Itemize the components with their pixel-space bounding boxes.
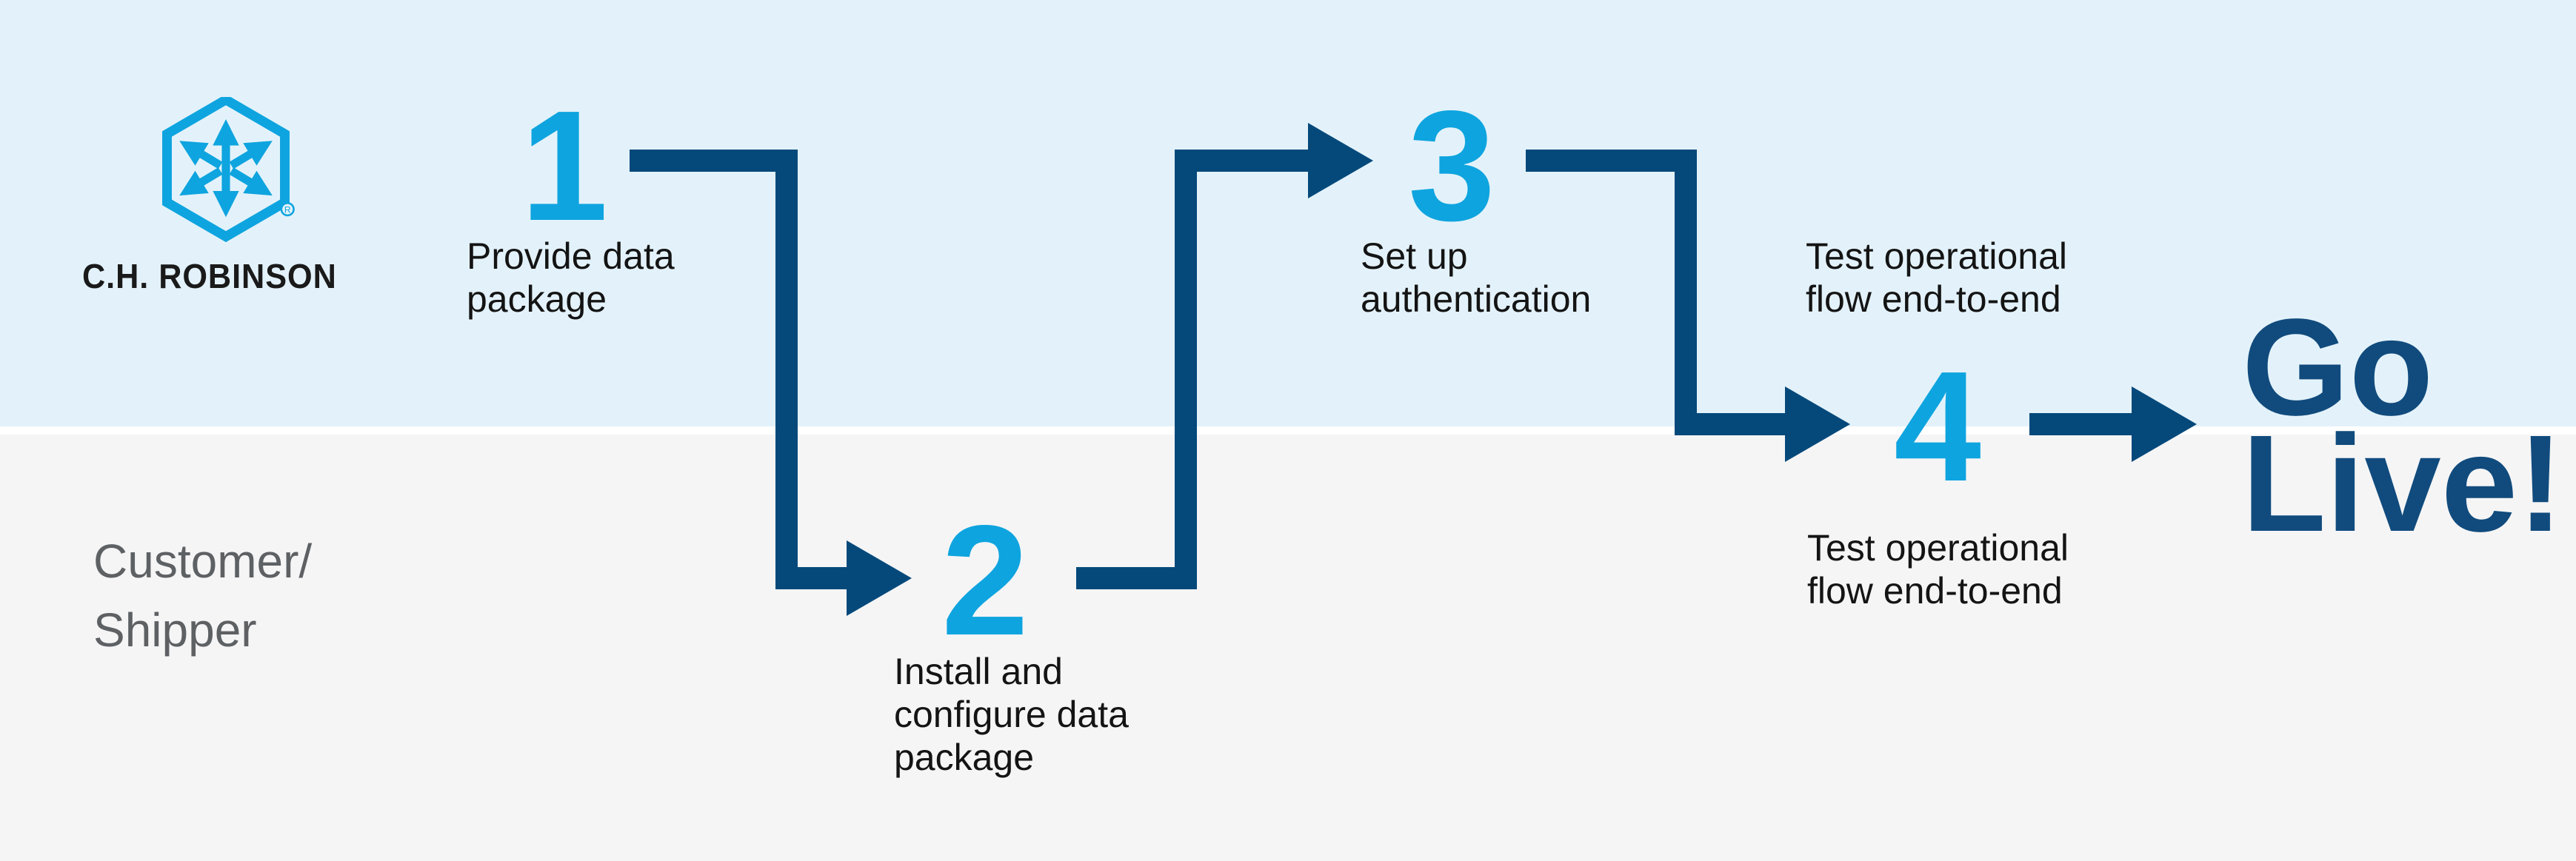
step-2-label-line: configure data — [894, 694, 1129, 735]
arrow-segment — [1175, 150, 1197, 589]
arrowhead-right-icon — [847, 540, 912, 616]
registered-mark: R — [284, 204, 291, 215]
step-3-label-line: Set up — [1361, 235, 1468, 277]
arrowhead-right-icon — [1308, 123, 1373, 198]
arrowhead-right-icon — [2132, 386, 2197, 462]
lane-separator — [0, 426, 2576, 435]
step-2-label-line: package — [894, 737, 1035, 778]
step-1-label: Provide data package — [467, 235, 675, 321]
step-2-label: Install and configure data package — [894, 650, 1129, 779]
lane-label-line: Shipper — [93, 603, 257, 657]
ch-robinson-hexagon-logo: R — [162, 97, 295, 242]
step-4-label-top-line: Test operational — [1806, 235, 2068, 277]
step-2-number: 2 — [941, 492, 1029, 668]
step-4-label-bottom-line: Test operational — [1807, 527, 2069, 569]
lane-label-line: Customer/ — [93, 535, 313, 588]
arrow-segment — [1675, 150, 1697, 435]
lane-customer-shipper — [0, 435, 2576, 861]
step-1-label-line: Provide data — [467, 235, 675, 277]
step-2-label-line: Install and — [894, 651, 1063, 692]
step-4-label-bottom-line: flow end-to-end — [1807, 570, 2063, 612]
arrow-segment — [1526, 150, 1697, 172]
step-4-label-top: Test operational flow end-to-end — [1806, 235, 2067, 321]
go-live-line: Live! — [2242, 407, 2564, 560]
step-1-label-line: package — [467, 278, 607, 320]
step-3-number: 3 — [1408, 78, 1495, 253]
brand-wordmark: C.H. ROBINSON — [82, 257, 337, 295]
arrow-segment — [1175, 150, 1308, 172]
arrow-segment — [630, 150, 798, 172]
arrow-segment — [775, 150, 798, 589]
step-1-number: 1 — [521, 78, 608, 253]
arrow-segment — [775, 567, 847, 589]
step-3-label: Set up authentication — [1361, 235, 1591, 321]
lane-label-customer-shipper: Customer/ Shipper — [93, 527, 312, 665]
step-4-label-top-line: flow end-to-end — [1806, 278, 2061, 320]
lane-chrobinson — [0, 0, 2576, 426]
arrow-segment — [1675, 413, 1785, 435]
go-live-text: Go Live! — [2242, 291, 2564, 560]
arrowhead-right-icon — [1785, 386, 1850, 462]
step-4-label-bottom: Test operational flow end-to-end — [1807, 526, 2069, 612]
go-live-line: Go — [2242, 291, 2434, 444]
arrow-segment — [2029, 413, 2132, 435]
step-3-label-line: authentication — [1361, 278, 1592, 320]
step-4-number: 4 — [1894, 338, 1981, 514]
